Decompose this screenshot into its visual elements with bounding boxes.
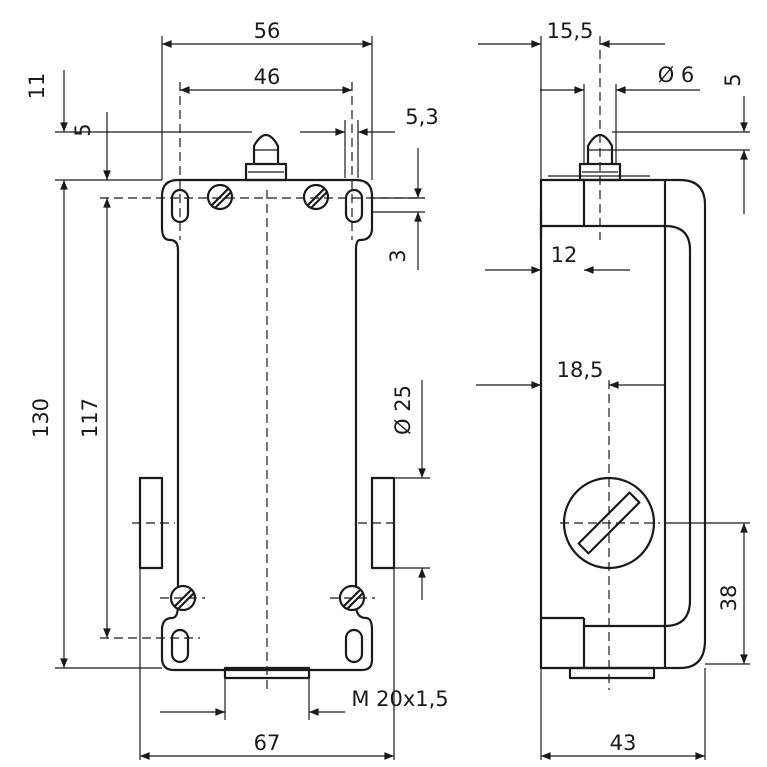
dim-height-130: 130: [29, 398, 53, 438]
dim-width-56: 56: [254, 19, 281, 43]
mount-slot-top-right: [344, 188, 364, 224]
dim-offset-3: 3: [386, 249, 410, 262]
mount-slot-bottom-left: [170, 628, 190, 664]
dim-height-117: 117: [78, 398, 102, 438]
screw-top-left: [206, 183, 234, 211]
dim-width-43: 43: [610, 731, 637, 755]
side-bottom-boss: [568, 666, 656, 680]
dim-depth-18-5: 18,5: [557, 358, 604, 382]
side-body-outline: [539, 178, 707, 670]
dim-top-11: 11: [25, 73, 49, 100]
dim-width-15-5: 15,5: [547, 19, 594, 43]
dim-diameter-6: Ø 6: [658, 63, 695, 87]
dim-thread-m20: M 20x1,5: [351, 687, 448, 711]
dim-depth-12: 12: [551, 243, 578, 267]
screw-top-right: [302, 183, 330, 211]
plunger-tip: [252, 133, 280, 164]
dim-side-5: 5: [721, 73, 745, 86]
front-body-outline: [160, 178, 374, 672]
dim-top-5: 5: [71, 123, 95, 136]
dim-height-38: 38: [717, 585, 741, 612]
dim-diameter-25: Ø 25: [391, 385, 415, 435]
side-view: 15,5 Ø 6 5 12 18,5 38 43: [476, 19, 750, 760]
mount-slot-bottom-right: [344, 628, 364, 664]
dim-plunger-5-3: 5,3: [405, 105, 438, 129]
front-view: 56 46 5,3 11 5 130 117 3 Ø 25 M 20x1,5 6: [25, 19, 449, 760]
dim-width-46: 46: [254, 65, 281, 89]
dim-width-67: 67: [254, 731, 281, 755]
